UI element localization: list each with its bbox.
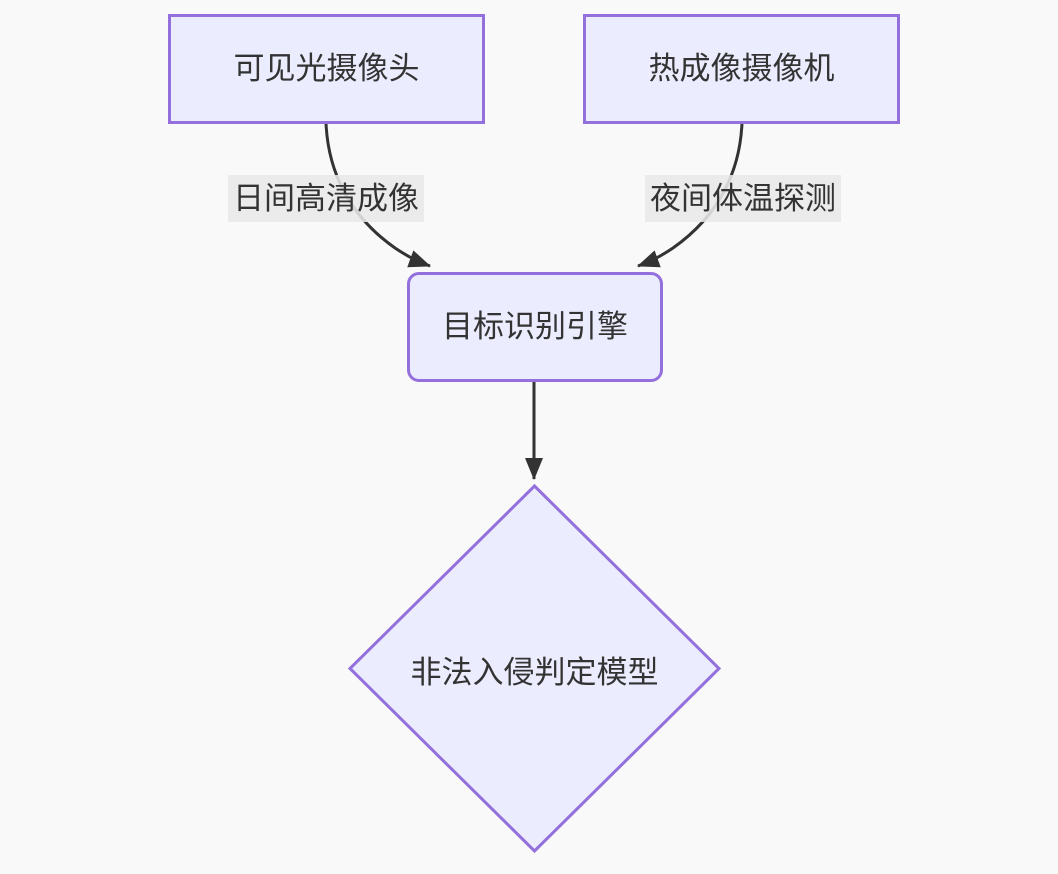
node-intrusion-model-label: 非法入侵判定模型 [350,640,719,698]
node-intrusion-model-shape [347,483,722,854]
edge-visible-to-engine [324,122,431,268]
node-intrusion-model-text: 非法入侵判定模型 [410,654,659,690]
node-recognition-engine: 目标识别引擎 [407,272,663,382]
node-visible-camera: 可见光摄像头 [168,14,485,124]
node-thermal-camera-label: 热成像摄像机 [648,51,835,87]
edge-label-night-temp-detection-text: 夜间体温探测 [650,181,836,216]
node-visible-camera-label: 可见光摄像头 [233,51,420,87]
node-recognition-engine-label: 目标识别引擎 [442,309,628,345]
node-thermal-camera: 热成像摄像机 [583,14,900,124]
edge-label-day-hd-imaging-text: 日间高清成像 [233,181,419,216]
edge-label-day-hd-imaging: 日间高清成像 [228,175,424,222]
edge-thermal-to-engine [637,122,744,268]
edge-label-night-temp-detection: 夜间体温探测 [645,175,841,222]
